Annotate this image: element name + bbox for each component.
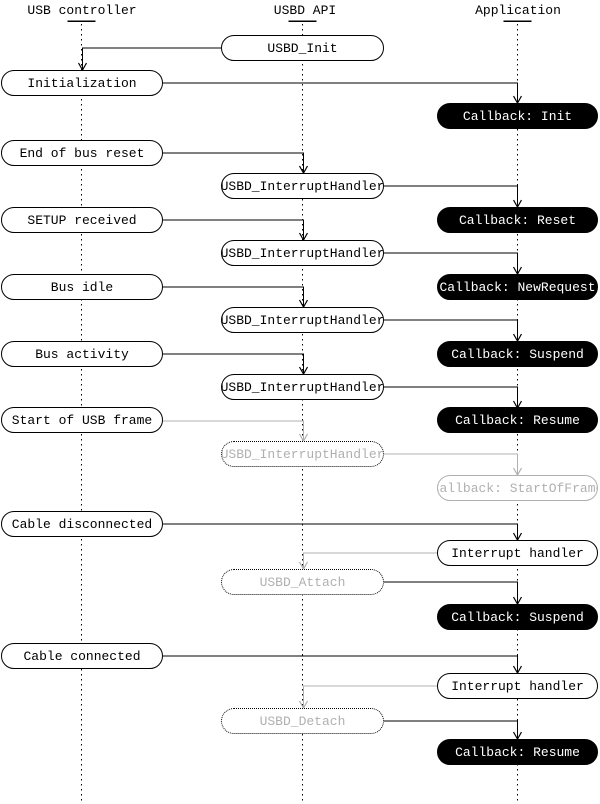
node-initialization: Initialization: [1, 70, 163, 96]
connectors-black: [82, 47, 518, 739]
column-header-usb-controller: USB controller: [27, 3, 137, 18]
node-callback-startofframe: Callback: StartOfFrame: [437, 475, 598, 501]
node-interrupt-handler-sof: USBD_InterruptHandler: [221, 441, 384, 467]
node-interrupt-handler-setup: USBD_InterruptHandler: [221, 240, 384, 266]
node-callback-newrequest: Callback: NewRequest: [437, 274, 598, 300]
node-interrupt-handler-connect: Interrupt handler: [437, 673, 598, 699]
node-bus-activity: Bus activity: [1, 341, 163, 367]
node-cable-disconnected: Cable disconnected: [1, 511, 163, 537]
node-callback-resume-2: Callback: Resume: [437, 739, 598, 765]
connectors-gray: [163, 420, 518, 708]
column-header-application: Application: [475, 3, 561, 18]
node-usbd-init: USBD_Init: [221, 35, 384, 61]
node-setup-received: SETUP received: [1, 207, 163, 233]
node-interrupt-handler-activity: USBD_InterruptHandler: [221, 374, 384, 400]
node-interrupt-handler-disconnect: Interrupt handler: [437, 540, 598, 566]
node-usbd-attach: USBD_Attach: [221, 569, 384, 595]
node-bus-idle: Bus idle: [1, 274, 163, 300]
node-end-of-bus-reset: End of bus reset: [1, 140, 163, 166]
node-cable-connected: Cable connected: [1, 643, 163, 669]
node-callback-suspend-2: Callback: Suspend: [437, 604, 598, 630]
column-header-usbd-api: USBD API: [273, 3, 337, 18]
node-callback-suspend-1: Callback: Suspend: [437, 341, 598, 367]
node-interrupt-handler-idle: USBD_InterruptHandler: [221, 307, 384, 333]
node-callback-resume-1: Callback: Resume: [437, 407, 598, 433]
node-callback-reset: Callback: Reset: [437, 207, 598, 233]
node-interrupt-handler-reset: USBD_InterruptHandler: [221, 173, 384, 199]
node-callback-init: Callback: Init: [437, 103, 598, 129]
node-start-of-usb-frame: Start of USB frame: [1, 407, 163, 433]
node-usbd-detach: USBD_Detach: [221, 708, 384, 734]
